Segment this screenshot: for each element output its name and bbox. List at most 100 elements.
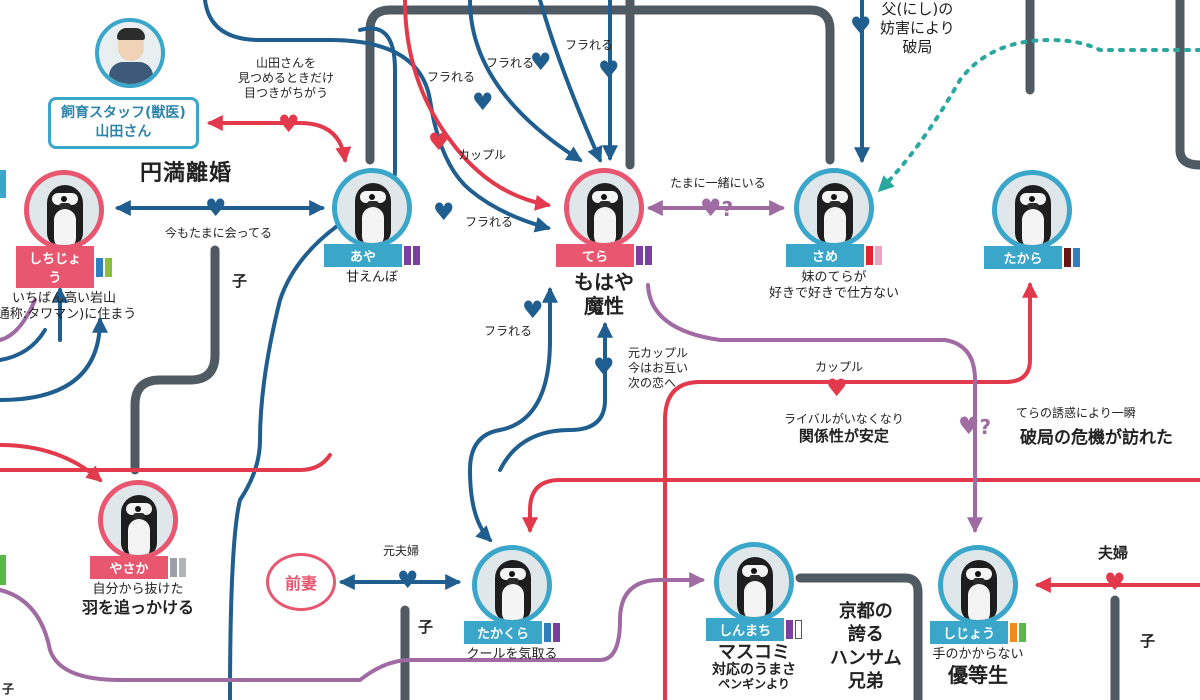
band-colors xyxy=(1010,623,1026,642)
band-colors xyxy=(786,620,802,639)
broken-heart-icon-furareru2: ♥ xyxy=(530,48,552,76)
band-colors xyxy=(170,558,186,577)
broken-heart-icon-furareru5: ♥ xyxy=(522,296,544,324)
penguin-desc: 手のかからない優等生 xyxy=(932,647,1024,688)
note-couple1: カップル xyxy=(458,148,507,162)
heart-icon-temptation: ♥? xyxy=(958,412,992,440)
broken-heart-icon-father: ♥ xyxy=(850,12,872,40)
penguin-node-shinmachi[interactable]: しんまち マスコミ 対応のうまさ ペンギンより xyxy=(706,542,802,690)
broken-heart-icon-divorce: ♥ xyxy=(205,194,227,222)
band-color xyxy=(1019,623,1026,642)
band-color xyxy=(170,558,177,577)
penguin-node-same[interactable]: さめ 妹のてらが好きで好きで仕方ない xyxy=(769,168,899,303)
note-temptation: てらの誘惑により一瞬 xyxy=(1016,406,1136,420)
broken-heart-icon-furareru4: ♥ xyxy=(433,198,455,226)
staff-box: 飼育スタッフ(獣医) 山田さん xyxy=(48,97,199,149)
penguin-node-takakura[interactable]: たかくら クールを気取る xyxy=(464,545,560,663)
staff-name: 山田さん xyxy=(95,123,152,140)
heart-icon-married: ♥ xyxy=(1104,568,1126,596)
penguin-name-label: あや xyxy=(324,244,402,267)
penguin-name-label: しんまち xyxy=(706,618,784,641)
heart-icon-yamada: ♥ xyxy=(278,110,300,138)
note-furareru4: フラれる xyxy=(465,215,514,229)
penguin-name-label: たから xyxy=(984,246,1062,269)
penguin-name-label: しじょう xyxy=(930,621,1008,644)
band-colors xyxy=(544,623,560,642)
band-color xyxy=(544,623,551,642)
band-color xyxy=(645,246,652,265)
heart-icon-sometimes: ♥? xyxy=(700,194,734,222)
penguin-photo xyxy=(24,170,104,250)
penguin-desc: クールを気取る xyxy=(466,647,558,662)
blue-line-top-left xyxy=(203,0,332,42)
blue-line-tower-loop xyxy=(0,316,108,402)
penguin-node-shijo[interactable]: しじょう 手のかからない優等生 xyxy=(930,545,1026,688)
penguin-photo xyxy=(794,168,874,248)
band-color xyxy=(795,620,802,639)
gray-track-far-right xyxy=(1175,0,1200,170)
note-yamada-look: 山田さんを見つめるときだけ目つきがちがう xyxy=(238,56,335,100)
band-colors xyxy=(404,246,420,265)
note-crisis: 破局の危機が訪れた xyxy=(1020,428,1173,448)
heart-icon-couple1: ♥ xyxy=(428,128,450,156)
penguin-desc: いちばん高い岩山(通称:タワマン)に住まう xyxy=(0,291,137,323)
note-divorce-title: 円満離婚 xyxy=(140,161,233,186)
band-color xyxy=(96,257,103,277)
penguin-desc: マスコミ 対応のうまさ ペンギンより xyxy=(712,642,796,691)
note-ko1: 子 xyxy=(232,272,248,290)
penguin-node-tera[interactable]: てら もはや魔性 xyxy=(556,168,652,318)
note-kyoto: 京都の誇るハンサム兄弟 xyxy=(830,601,902,693)
blue-line-left-long xyxy=(228,198,382,700)
purple-line-temptation xyxy=(646,283,983,534)
ex-wife-node[interactable]: 前妻 xyxy=(266,553,336,611)
red-line-couple2 xyxy=(663,281,1038,700)
note-ex-couple: 元夫婦 xyxy=(383,544,420,558)
note-furareru5: フラれる xyxy=(484,324,533,338)
purple-line-shinmachi xyxy=(0,572,706,682)
broken-heart-icon-furareru1: ♥ xyxy=(472,88,494,116)
penguin-photo xyxy=(992,170,1072,250)
staff-title: 飼育スタッフ(獣医) xyxy=(61,105,186,121)
penguin-node-takara[interactable]: たから xyxy=(984,170,1080,269)
penguin-photo xyxy=(332,168,412,248)
penguin-photo xyxy=(564,168,644,248)
note-ko3: 子 xyxy=(2,682,15,696)
band-color xyxy=(1073,248,1080,267)
red-line-crisis xyxy=(522,478,1200,534)
band-color xyxy=(105,257,112,277)
blue-line-furareru2 xyxy=(468,0,583,162)
penguin-node-aya[interactable]: あや 甘えんぼ xyxy=(324,168,420,286)
note-couple2: カップル xyxy=(815,360,864,374)
penguin-node-yasaka[interactable]: やさか 自分から抜けた羽を追っかける xyxy=(82,480,194,618)
note-ko-shijo: 子 xyxy=(1140,632,1156,650)
offscreen-node-stub-2 xyxy=(0,555,6,585)
penguin-photo xyxy=(938,545,1018,625)
gray-track-top xyxy=(365,5,835,165)
note-divorce-sub: 今もたまに会ってる xyxy=(165,226,273,240)
band-colors xyxy=(1064,248,1080,267)
offscreen-node-stub-1 xyxy=(0,170,6,198)
note-rival-gone: ライバルがいなくなり関係性が安定 xyxy=(784,412,904,445)
penguin-name-label: てら xyxy=(556,244,634,267)
staff-photo xyxy=(95,18,165,88)
penguin-desc: 妹のてらが好きで好きで仕方ない xyxy=(769,270,900,302)
broken-heart-icon-former: ♥ xyxy=(593,353,615,381)
note-sometimes-together: たまに一緒にいる xyxy=(670,176,766,190)
band-color xyxy=(875,246,882,265)
note-father: 父(にし)の妨害により破局 xyxy=(880,0,955,56)
band-color xyxy=(786,620,793,639)
band-color xyxy=(866,246,873,265)
note-furareru2: フラれる xyxy=(486,56,535,70)
penguin-name-label: たかくら xyxy=(464,621,542,644)
gray-track-yasaka xyxy=(130,245,220,475)
band-colors xyxy=(636,246,652,265)
gray-track-kyoto xyxy=(795,573,923,700)
penguin-photo xyxy=(98,480,178,560)
penguin-desc: 自分から抜けた羽を追っかける xyxy=(82,582,195,618)
penguin-node-shichijo[interactable]: しちじょう いちばん高い岩山(通称:タワマン)に住まう xyxy=(0,170,136,324)
band-color xyxy=(413,246,420,265)
teal-dotted-line xyxy=(877,37,1200,193)
band-color xyxy=(179,558,186,577)
blue-line-shichijo-tower2 xyxy=(0,328,47,362)
